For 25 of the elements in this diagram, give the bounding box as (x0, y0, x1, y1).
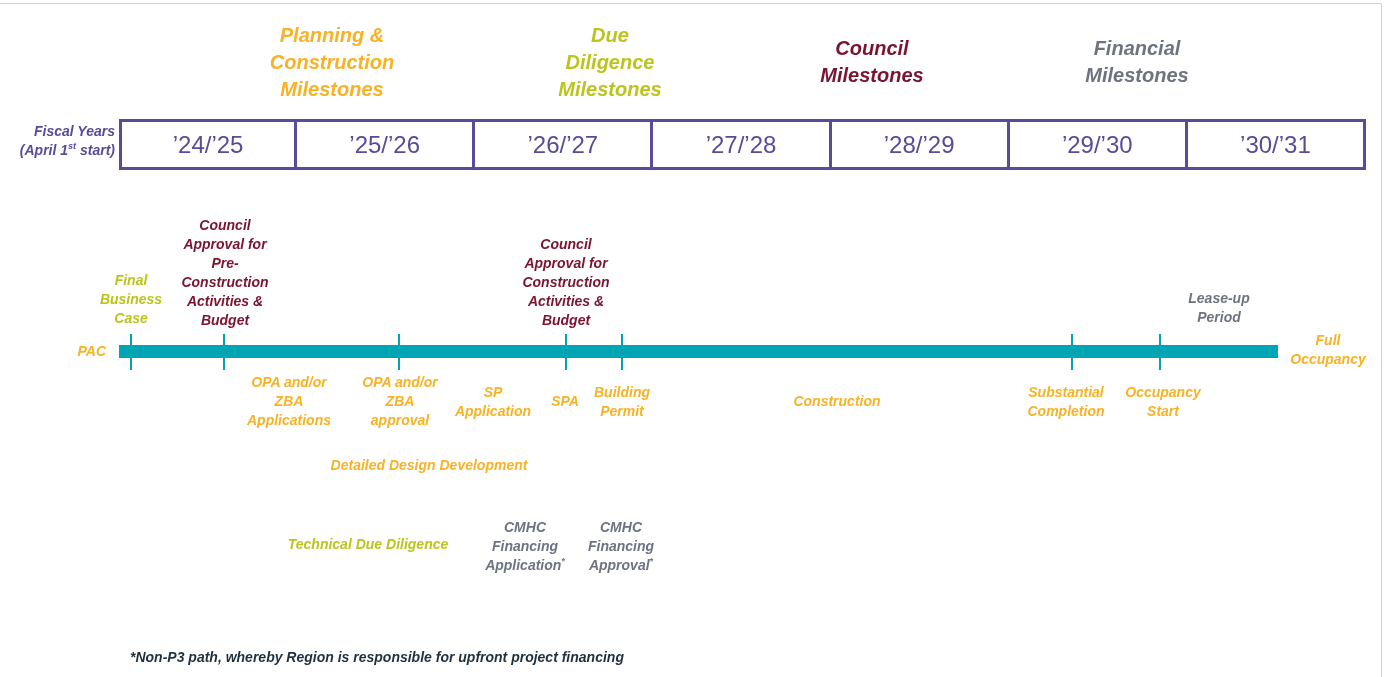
milestone-label: Occupancy Start (1124, 383, 1202, 421)
milestone-label: Full Occupancy (1289, 331, 1367, 369)
milestone-label: CMHC Financing Approval$^{*}$ (586, 518, 656, 575)
milestone-label: Detailed Design Development (329, 456, 529, 475)
fiscal-year-cell: ’27/’28 (650, 119, 832, 170)
milestone-label: PAC (76, 342, 106, 361)
milestone-label: Final Business Case (98, 271, 164, 328)
milestone-label: Lease-up Period (1187, 289, 1251, 327)
milestone-label: Construction (792, 392, 882, 411)
milestone-label: OPA and/or ZBA Applications (246, 373, 332, 430)
milestone-label: OPA and/or ZBA approval (361, 373, 440, 430)
legend-heading: Council Milestones (819, 36, 925, 88)
milestone-label: Council Approval for Construction Activities & Budget (521, 235, 611, 330)
milestone-label: CMHC Financing Application$^{*}$ (484, 518, 566, 575)
axis-label: Fiscal Years (April 1$^{st}$ start) (18, 122, 115, 160)
milestone-label: SPA (550, 392, 580, 411)
milestone-label: Technical Due Diligence (286, 535, 450, 554)
milestone-label: Building Permit (593, 383, 651, 421)
legend-heading: Financial Milestones (1084, 36, 1190, 88)
milestone-label: Council Approval for Pre-Construction Activities & Budget (180, 216, 270, 330)
milestone-label: SP Application (453, 383, 533, 421)
footnote: *Non-P3 path, whereby Region is responsible for upfront project financing (130, 648, 625, 667)
milestone-label: Substantial Completion (1026, 383, 1106, 421)
legend-heading: Planning & Construction Milestones (268, 23, 396, 102)
legend-heading: Due Diligence Milestones (557, 23, 663, 102)
